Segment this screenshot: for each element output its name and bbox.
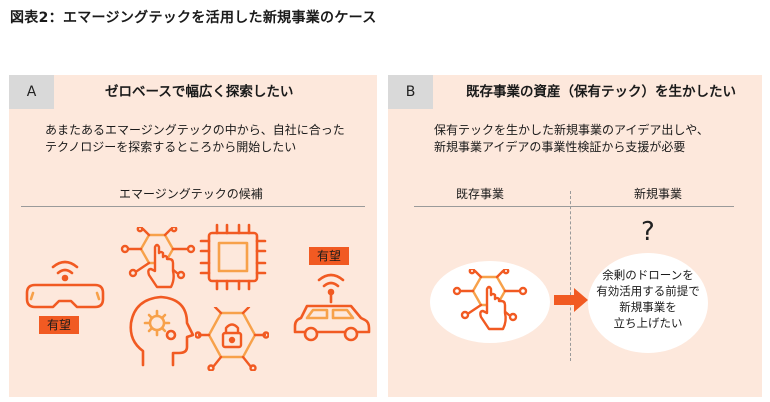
candidates-label: エマージングテックの候補 xyxy=(119,187,263,201)
panel-b-description: 保有テックを生かした新規事業のアイデア出しや、 新規事業アイデアの事業性検証から… xyxy=(434,122,709,156)
panel-a: A ゼロベースで幅広く探索したい あまたあるエマージングテックの中から、自社に合… xyxy=(9,75,377,397)
panel-b-description-line: 保有テックを生かした新規事業のアイデア出しや、 xyxy=(434,123,709,137)
panel-b-letter: B xyxy=(388,75,433,109)
new-idea-line: 余剰のドローンを xyxy=(602,268,694,282)
panel-b: B 既存事業の資産（保有テック）を生かしたい 保有テックを生かした新規事業のアイ… xyxy=(388,75,762,397)
panel-a-description-line: あまたあるエマージングテックの中から、自社に合った xyxy=(45,123,345,137)
panel-a-description-line: テクノロジーを探索するところから開始したい xyxy=(45,140,297,154)
panel-b-description-line: 新規事業アイデアの事業性検証から支援が必要 xyxy=(434,140,686,154)
existing-business-label: 既存事業 xyxy=(456,187,505,201)
touch-circuit-icon xyxy=(452,269,528,331)
vr-headset-icon xyxy=(25,260,105,309)
question-mark: ? xyxy=(641,217,655,247)
business-separator xyxy=(570,191,571,361)
new-business-label: 新規事業 xyxy=(634,187,683,201)
panel-a-letter: A xyxy=(9,75,54,109)
brain-gear-icon xyxy=(129,295,195,367)
new-idea-line: 有効活用する前提で xyxy=(596,284,700,298)
promising-badge: 有望 xyxy=(309,247,350,265)
figure-title: 図表2：エマージングテックを活用した新規事業のケース xyxy=(10,10,377,26)
panel-b-heading: 既存事業の資産（保有テック）を生かしたい xyxy=(466,84,736,100)
chip-icon xyxy=(199,223,267,291)
touch-circuit-icon xyxy=(120,227,196,289)
new-idea-bubble xyxy=(588,253,708,353)
new-idea-text: 余剰のドローンを 有効活用する前提で 新規事業を 立ち上げたい xyxy=(588,267,708,331)
candidates-divider xyxy=(21,206,365,207)
connected-car-icon xyxy=(293,273,371,342)
new-idea-line: 立ち上げたい xyxy=(613,316,683,330)
arrow-right-icon xyxy=(554,288,588,312)
panel-a-heading: ゼロベースで幅広く探索したい xyxy=(105,84,294,100)
panel-a-description: あまたあるエマージングテックの中から、自社に合った テクノロジーを探索するところ… xyxy=(45,122,345,156)
new-idea-line: 新規事業を xyxy=(619,300,677,314)
lock-circuit-icon xyxy=(195,307,269,371)
promising-badge: 有望 xyxy=(39,316,80,334)
business-divider xyxy=(414,206,734,207)
